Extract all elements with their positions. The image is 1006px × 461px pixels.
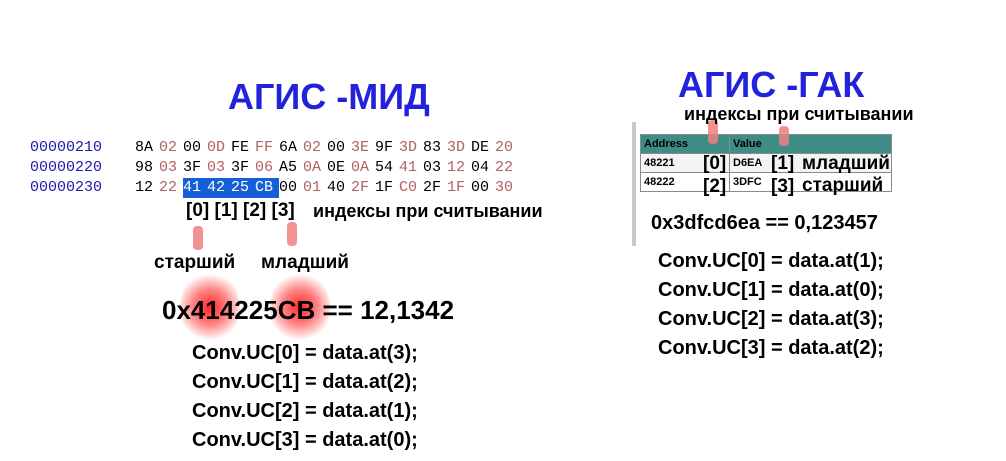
hex-byte: 0A (303, 159, 322, 176)
hex-byte: 98 (135, 159, 154, 176)
hex-row: 00000220 98 03 3F 03 3F 06 A5 0A 0E 0A 54 41 03 12 04 2… (30, 158, 519, 178)
marker-high (193, 226, 203, 250)
gak-index-row2: [2] (703, 176, 727, 197)
eq-value: == 12,1342 (315, 295, 455, 325)
code-line: Conv.UC[2] = data.at(1); (192, 400, 418, 422)
mid-equation: 0x414225CB == 12,1342 (162, 295, 454, 326)
hex-byte: 12 (135, 179, 154, 196)
gak-code: Conv.UC[0] = data.at(1); Conv.UC[1] = da… (658, 247, 884, 363)
hex-byte: 0D (207, 139, 226, 156)
hex-byte: 0E (327, 159, 346, 176)
cell-address: 48222 (640, 172, 730, 192)
eq-low-byte: CB (277, 295, 316, 325)
hex-byte: 22 (159, 179, 178, 196)
code-line: Conv.UC[1] = data.at(2); (192, 371, 418, 393)
hex-byte: 83 (423, 139, 442, 156)
hex-byte: 40 (327, 179, 346, 196)
hex-byte: 41 (399, 159, 418, 176)
hex-byte: 3D (399, 139, 418, 156)
index-caption: индексы при считывании (313, 201, 543, 221)
hex-byte: 12 (447, 159, 466, 176)
gak-note-row2: старший (802, 175, 884, 196)
hex-byte: 00 (327, 139, 346, 156)
gak-title: АГИС -ГАК (678, 64, 865, 105)
hex-byte-selected: CB (255, 178, 280, 198)
mid-code: Conv.UC[0] = data.at(3); Conv.UC[1] = da… (192, 339, 418, 455)
hex-byte: 3E (351, 139, 370, 156)
hex-byte: 22 (495, 159, 514, 176)
highlight-low (270, 272, 330, 342)
eq-high-byte: 41 (190, 295, 220, 325)
marker-index-1 (779, 126, 789, 146)
hex-byte: A5 (279, 159, 298, 176)
hex-byte-selected: 42 (207, 178, 232, 198)
col-header-value: Value (729, 134, 892, 154)
hex-byte: DE (471, 139, 490, 156)
hex-byte: C0 (399, 179, 418, 196)
code-line: Conv.UC[0] = data.at(1); (658, 250, 884, 272)
index-labels: [0] [1] [2] [3] (186, 200, 295, 221)
marker-low (287, 222, 297, 246)
hex-byte: 3D (447, 139, 466, 156)
cell-value: 3DFC (729, 172, 892, 192)
gak-index-row1: [0] (703, 153, 727, 174)
hex-address: 00000230 (30, 179, 103, 196)
hex-byte: 30 (495, 179, 514, 196)
marker-index-0 (708, 120, 718, 144)
gak-index-caption: индексы при считывании (684, 104, 914, 124)
hex-byte: 2F (423, 179, 442, 196)
hex-byte: 02 (159, 139, 178, 156)
hex-byte: 54 (375, 159, 394, 176)
gak-index2-row1: [1] (771, 153, 795, 174)
hex-byte: 1F (375, 179, 394, 196)
hex-byte: 0A (351, 159, 370, 176)
hex-byte: 20 (495, 139, 514, 156)
col-header-address: Address (640, 134, 730, 154)
hex-byte: 3F (231, 159, 250, 176)
gak-equation: 0x3dfcd6ea == 0,123457 (651, 212, 878, 234)
hex-address: 00000210 (30, 139, 103, 156)
table-row: 48222 3DFC (640, 172, 892, 192)
code-line: Conv.UC[3] = data.at(0); (192, 429, 418, 451)
hex-byte: 02 (303, 139, 322, 156)
code-line: Conv.UC[0] = data.at(3); (192, 342, 418, 364)
hex-byte: 03 (423, 159, 442, 176)
hex-byte: 04 (471, 159, 490, 176)
eq-middle-bytes: 4225 (219, 295, 278, 325)
cell-value: D6EA (729, 153, 892, 173)
code-line: Conv.UC[3] = data.at(2); (658, 337, 884, 359)
hex-byte: 6A (279, 139, 298, 156)
highlight-high (180, 272, 240, 342)
hex-byte: 2F (351, 179, 370, 196)
hex-byte: 8A (135, 139, 154, 156)
hex-byte: 3F (183, 159, 202, 176)
hex-byte: 00 (183, 139, 202, 156)
hex-byte-selected: 41 (183, 178, 208, 198)
hex-byte: FE (231, 139, 250, 156)
hex-byte-selected: 25 (231, 178, 256, 198)
code-line: Conv.UC[2] = data.at(3); (658, 308, 884, 330)
hex-byte: FF (255, 139, 274, 156)
hex-dump: 00000210 8A 02 00 0D FE FF 6A 02 00 3E 9F 3D 83 3D DE 2… (30, 138, 519, 198)
hex-byte: 03 (159, 159, 178, 176)
hex-address: 00000220 (30, 159, 103, 176)
hex-byte: 03 (207, 159, 226, 176)
hex-byte: 9F (375, 139, 394, 156)
mid-title: АГИС -МИД (228, 76, 430, 117)
hex-byte: 00 (279, 179, 298, 196)
eq-prefix: 0x (162, 295, 191, 325)
hex-row: 00000210 8A 02 00 0D FE FF 6A 02 00 3E 9F 3D 83 3D DE 2… (30, 138, 519, 158)
low-label: младший (261, 252, 349, 273)
gak-index2-row2: [3] (771, 176, 795, 197)
hex-byte: 06 (255, 159, 274, 176)
high-label: старший (154, 252, 236, 273)
gak-note-row1: младший (802, 153, 890, 174)
hex-byte: 1F (447, 179, 466, 196)
hex-byte: 00 (471, 179, 490, 196)
hex-byte: 01 (303, 179, 322, 196)
gak-register-table: Address Value 48221 D6EA 48222 3DFC (640, 134, 892, 192)
code-line: Conv.UC[1] = data.at(0); (658, 279, 884, 301)
